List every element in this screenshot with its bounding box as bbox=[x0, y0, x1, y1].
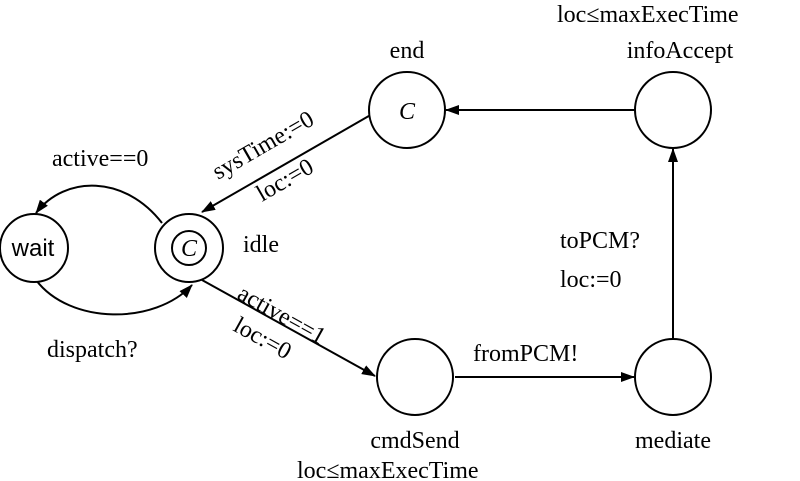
state-end-label: end bbox=[390, 38, 425, 64]
edge-wait-to-idle bbox=[35, 279, 193, 316]
state-infoaccept-circle bbox=[634, 71, 712, 149]
state-idle-initial-ring bbox=[171, 230, 207, 266]
state-infoaccept-label: infoAccept bbox=[627, 38, 734, 64]
state-cmdsend: cmdSend loc≤maxExecTime bbox=[297, 338, 479, 481]
state-end-circle bbox=[368, 71, 446, 149]
state-idle-label: idle bbox=[243, 232, 279, 258]
state-wait: wait bbox=[0, 213, 69, 283]
label-cmdsend-to-mediate-sync: fromPCM! bbox=[473, 341, 578, 367]
state-mediate-label: mediate bbox=[635, 428, 711, 454]
label-end-to-idle-update2: loc:=0 bbox=[252, 154, 318, 207]
label-end-to-idle: sysTime:=0 loc:=0 bbox=[208, 106, 319, 207]
label-idle-to-cmdsend: active==1 loc:=0 bbox=[229, 281, 330, 366]
edge-end-to-idle bbox=[201, 112, 375, 213]
state-mediate-circle bbox=[634, 338, 712, 416]
edge-idle-to-cmdsend bbox=[201, 279, 376, 377]
state-cmdsend-label: cmdSend bbox=[370, 428, 459, 454]
state-mediate: mediate bbox=[634, 338, 712, 454]
state-infoaccept: loc≤maxExecTime infoAccept bbox=[557, 2, 739, 149]
state-infoaccept-invariant: loc≤maxExecTime bbox=[557, 2, 739, 28]
state-wait-circle bbox=[0, 213, 69, 283]
state-end: C end bbox=[368, 38, 446, 149]
label-mediate-to-infoaccept-update: loc:=0 bbox=[560, 267, 622, 293]
label-mediate-to-infoaccept-sync: toPCM? bbox=[560, 228, 640, 254]
state-cmdsend-circle bbox=[376, 338, 454, 416]
label-wait-to-idle-sync: dispatch? bbox=[47, 337, 138, 363]
label-idle-to-wait-guard: active==0 bbox=[52, 146, 148, 172]
state-end-committed-marker: C bbox=[399, 99, 416, 125]
state-wait-label: wait bbox=[11, 235, 55, 262]
label-mediate-to-infoaccept: toPCM? loc:=0 bbox=[560, 228, 640, 293]
state-idle-committed-marker: C bbox=[181, 236, 198, 262]
state-idle: C idle bbox=[154, 213, 279, 283]
edge-idle-to-wait bbox=[35, 184, 163, 224]
state-cmdsend-invariant: loc≤maxExecTime bbox=[297, 458, 479, 481]
